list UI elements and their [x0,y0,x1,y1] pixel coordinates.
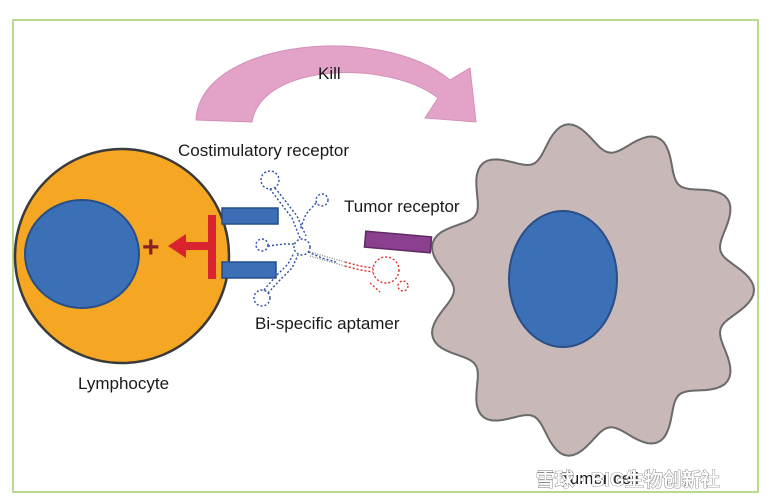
inhibition-bar [208,215,216,279]
watermark-text: 雪球 · BIG生物创新社 [536,468,720,491]
kill-arrow [195,45,477,123]
costimulatory-receptor-label: Costimulatory receptor [178,141,349,160]
lymphocyte-nucleus [24,199,140,309]
red-signal-arrow [168,234,208,258]
watermark: 雪球 · BIG生物创新社 [508,466,720,491]
tumor-nucleus [508,210,618,348]
costimulatory-receptor-upper [221,207,279,225]
tumor-cell-label: Tumor cell [560,469,639,488]
kill-label: Kill [318,64,341,83]
tumor-receptor-label: Tumor receptor [344,197,460,216]
watermark-logo-icon [508,466,532,490]
lymphocyte-label: Lymphocyte [78,374,169,393]
plus-sign: + [142,231,160,264]
tumor-receptor [363,230,433,254]
costimulatory-receptor-lower [221,261,277,279]
bispecific-aptamer-label: Bi-specific aptamer [255,314,400,333]
bispecific-aptamer [253,170,409,307]
